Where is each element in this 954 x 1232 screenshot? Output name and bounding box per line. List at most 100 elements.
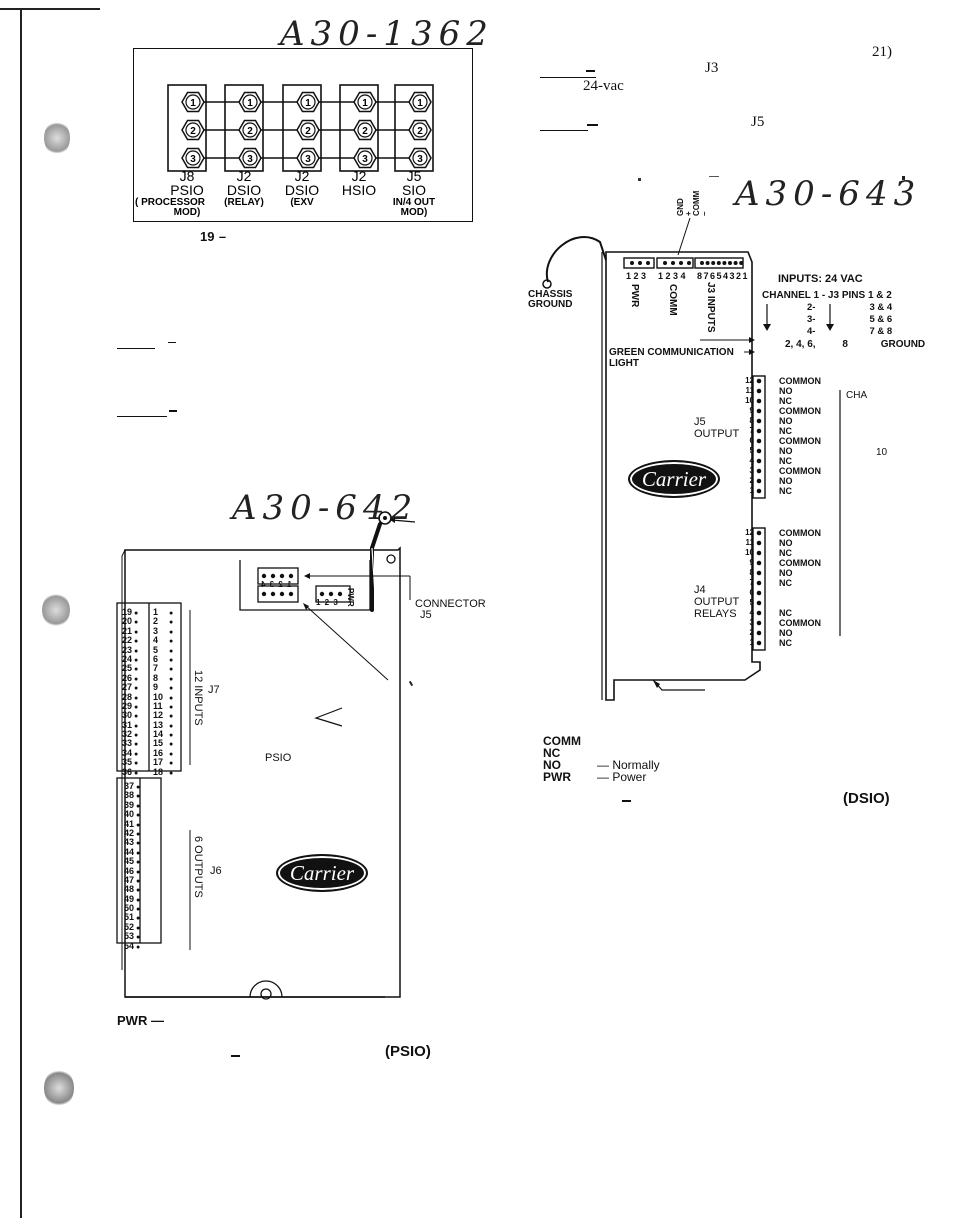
fig21-comm-label: COMM <box>667 284 678 316</box>
fig19-pin-circle <box>242 150 258 166</box>
fig20-input-pin-b-number: 18 <box>153 766 164 777</box>
fig20-output-pin-dot: ● <box>136 868 141 876</box>
fig21-ground-note-ground: GROUND <box>880 339 926 350</box>
fig21-j4-pin-number: 11 <box>745 538 754 547</box>
fig21-j5-pin-number: 10 <box>745 396 754 405</box>
fig21-ground-note-8: 8 <box>842 339 848 350</box>
fig20-inputs-label: 12 INPUTS <box>192 670 204 726</box>
fig19-pin-circle <box>412 150 428 166</box>
fig20-input-pin-b: 11● <box>153 701 173 711</box>
fig21-j5-pin-dot <box>756 388 762 394</box>
fig21-top-pin-dot <box>722 261 727 265</box>
fig20-input-pin-b: 10● <box>153 692 173 702</box>
fig20-input-pin-b-number: 7 <box>153 663 159 674</box>
fig19-module-label: DSIO <box>285 182 319 198</box>
left-blank-1-dash <box>168 342 176 343</box>
fig21-j4-pin-dot <box>756 550 762 556</box>
fig21-j5-terminal: NC <box>779 426 792 436</box>
fig20-output-pin-dot: ● <box>136 793 141 801</box>
fig21-j5-terminal: COMMON <box>779 466 821 476</box>
fig21-j4-label: J4 OUTPUT RELAYS <box>694 584 739 620</box>
fig21-j5-pin-number: 6 <box>749 436 754 445</box>
fig19-pin-circle <box>242 94 258 110</box>
fig21-j4-pin-dot <box>756 600 762 606</box>
fig20-input-pin: 25● <box>118 663 138 673</box>
fig21-top-pin-dot <box>638 261 642 265</box>
fig21-j4-output-text: OUTPUT <box>694 596 740 608</box>
fig19-pin-number: 3 <box>362 154 368 165</box>
fig19-pin-circle <box>185 150 201 166</box>
fig21-j4-pin-number: 10 <box>745 548 754 557</box>
fig21-cha-label: CHA <box>846 390 868 401</box>
fig20-output-pin: 45● <box>120 856 141 867</box>
fig20-input-pin: 23● <box>118 644 138 655</box>
fig20-output-pin-number: 52 <box>123 921 134 932</box>
fig20-output-pin-dot: ● <box>136 849 141 857</box>
fig20-input-pin-b: 6● <box>153 654 173 664</box>
fig19-pin-circle <box>357 150 373 166</box>
fig20-output-pin-number: 44 <box>123 846 134 857</box>
fig20-left-pin-list: 19●20●21●22●23●24●25●26●27●28●29●30●31●3… <box>118 607 138 777</box>
fig21-j5-pin-dot <box>756 378 762 384</box>
fig20-output-pin-number: 51 <box>123 912 134 923</box>
fig20-top-pin-numbers: 1 2 3 4 <box>260 580 292 589</box>
fig20-input-pin: 30● <box>118 710 138 721</box>
fig20-input-pin-b-number: 8 <box>153 672 159 683</box>
fig20-output-pin: 39● <box>120 800 141 810</box>
fig20-input-pin-number: 30 <box>121 710 132 721</box>
fig21-top-pin-labels: GND+COMM– <box>676 190 709 216</box>
fig20-input-pin-b: 7● <box>153 663 173 674</box>
fig19-module-sub: (EXV <box>290 197 314 208</box>
fig21-inputs-numbers: 8 7 6 5 4 3 2 1 <box>697 271 748 281</box>
fig20-col-left: 19●20●21●22●23●24●25●26●27●28●29●30●31●3… <box>118 607 138 777</box>
fig20-input-pin-number: 36 <box>121 766 132 777</box>
fig21-j4-pin-dot <box>756 580 762 586</box>
fig19-pin-circle <box>357 122 373 138</box>
fig19-connector-housing <box>167 84 207 172</box>
fig20-output-pin: 52● <box>120 921 140 932</box>
fig21-j4-pin-number: 2 <box>749 628 754 637</box>
right-blank-1 <box>540 77 596 78</box>
fig21-j5-pin-dot <box>756 468 762 474</box>
fig21-j4-pin-dot <box>756 590 762 596</box>
fig21-ground-note: 2, 4, 6, 8 GROUND <box>785 339 925 350</box>
fig20-top-pin-dot <box>261 573 267 579</box>
fig19-module-label: HSIO <box>342 182 376 198</box>
fig20-output-pin-dot: ● <box>136 802 141 810</box>
fig20-input-pin-b-number: 14 <box>153 729 164 740</box>
fig20-input-pin-b-number: 1 <box>153 607 159 617</box>
fig20-output-pin-dot: ● <box>136 859 141 867</box>
fig19-pin-number: 1 <box>247 98 253 109</box>
right-j3-ref: J3 <box>705 60 719 76</box>
fig20-input-pin: 31● <box>118 720 138 730</box>
fig21-j4-pin-number: 5 <box>749 598 754 607</box>
fig20-input-pin-b-dot: ● <box>169 750 174 758</box>
fig21-j4-pin-dot <box>756 560 762 566</box>
fig19-frame <box>133 48 473 222</box>
fig21-side-pin-dots <box>756 378 762 646</box>
fig21-chassis-ground-text: CHASSIS GROUND <box>528 289 573 310</box>
fig19-pin-number: 3 <box>417 154 423 165</box>
fig21-green-light-text: GREEN COMMUNICATION <box>609 347 734 358</box>
fig21-legend-definition: — Normally <box>597 758 660 772</box>
fig19-module-sub2: MOD) <box>174 207 201 218</box>
right-blank-1-dash <box>586 70 595 72</box>
fig21-top-pin-dots <box>630 261 744 265</box>
fig20-input-pin-number: 23 <box>121 644 132 655</box>
fig21-j5-pin-dot <box>756 478 762 484</box>
fig21-j4-terminal <box>779 598 821 608</box>
fig21-j4-pin-dot <box>756 530 762 536</box>
fig21-pwr-label: PWR <box>629 284 640 308</box>
fig21-j5-pin-number: 5 <box>749 446 754 455</box>
fig21-channel-number: 3- <box>807 314 816 325</box>
fig20-input-pin-b-dot: ● <box>169 610 174 617</box>
fig21-channel-number: 4- <box>807 326 816 337</box>
fig19-module-sub: (RELAY) <box>224 197 264 208</box>
fig21-legend-row: COMM <box>543 735 660 747</box>
fig21-j4-label-text: J4 <box>694 584 706 596</box>
fig20-input-pin-number: 29 <box>121 700 132 711</box>
fig19-pin-number: 3 <box>247 154 253 165</box>
